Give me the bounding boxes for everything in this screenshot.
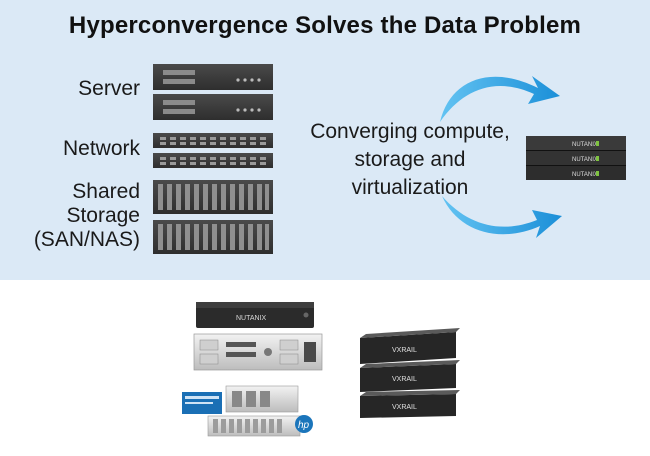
converge-arrow-bottom-icon <box>442 196 562 238</box>
svg-text:NUTANIX: NUTANIX <box>572 157 598 163</box>
vxrail-logo-1: VXRAIL <box>392 347 417 354</box>
nutanix-appliance-icon: NUTANIX NUTANIX NUTANIX <box>526 136 626 180</box>
storage-label-line2: Storage <box>66 204 140 227</box>
server-rack-icon <box>153 64 273 120</box>
svg-text:NUTANIX: NUTANIX <box>572 172 598 178</box>
vxrail-node-stack-icon: VXRAIL VXRAIL VXRAIL <box>360 328 460 418</box>
vxrail-logo-3: VXRAIL <box>392 404 417 411</box>
hp-hyperconverged-box-icon: hp <box>182 385 313 437</box>
converging-line3: virtualization <box>351 176 469 199</box>
converging-text: Converging compute, storage and virtuali… <box>290 118 530 202</box>
converge-arrow-top-icon <box>440 76 560 122</box>
converging-line2: storage and <box>354 148 466 171</box>
server-label: Server <box>78 77 140 100</box>
nutanix-bezel-logo: NUTANIX <box>236 315 267 322</box>
vxrail-logo-2: VXRAIL <box>392 376 417 383</box>
shared-storage-label: Shared Storage (SAN/NAS) <box>0 180 140 252</box>
network-switch-icon <box>153 133 273 168</box>
server-rear-panel-icon <box>193 333 323 371</box>
svg-text:NUTANIX: NUTANIX <box>572 142 598 148</box>
storage-label-line1: Shared <box>72 180 140 203</box>
network-label: Network <box>62 137 140 160</box>
storage-label-line3: (SAN/NAS) <box>33 228 140 251</box>
nutanix-server-front-icon: NUTANIX <box>196 302 314 328</box>
shared-storage-array-icon <box>153 180 273 254</box>
hp-logo: hp <box>298 420 310 431</box>
diagram-title: Hyperconvergence Solves the Data Problem <box>68 12 582 39</box>
converging-line1: Converging compute, <box>310 120 510 143</box>
